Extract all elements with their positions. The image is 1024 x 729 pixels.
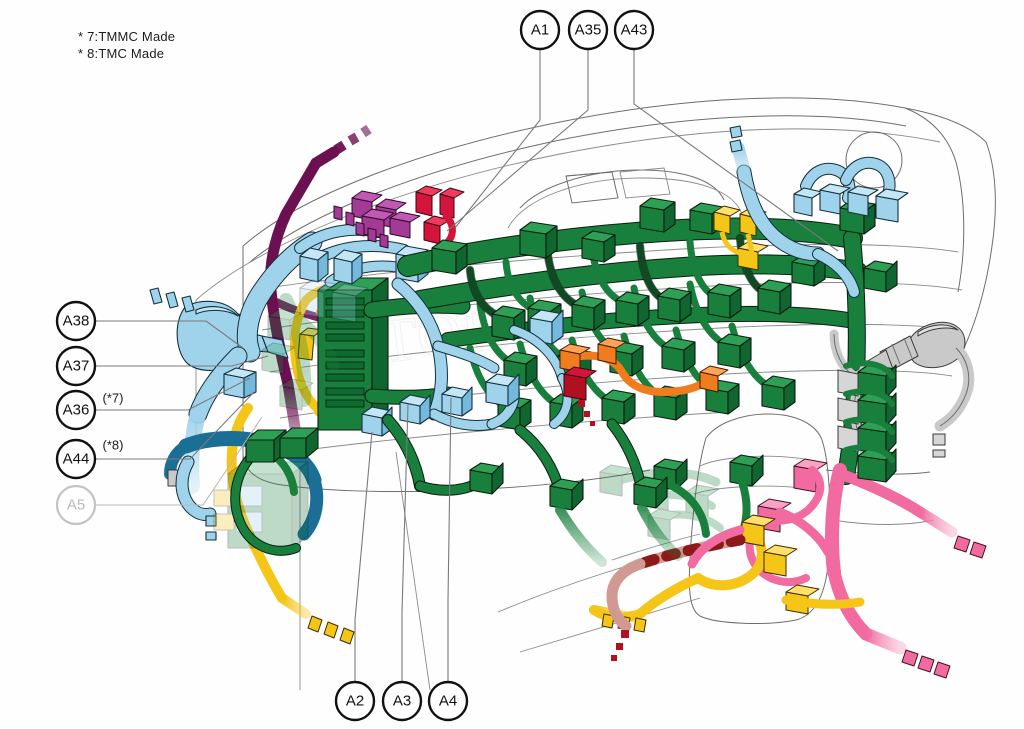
callout-A36-label: A36	[63, 402, 90, 419]
callout-A5[interactable]: A5	[55, 484, 97, 526]
callout-A1-label: A1	[531, 22, 549, 39]
leader-A44	[95, 391, 255, 460]
console-harness	[589, 454, 865, 661]
callout-A44-label: A44	[63, 451, 90, 468]
callout-A3-label: A3	[393, 693, 411, 710]
callout-A38[interactable]: A38	[55, 300, 97, 342]
pink-cut-marks	[901, 649, 951, 679]
lower-left-green	[382, 414, 683, 567]
callout-A1[interactable]: A1	[519, 9, 561, 51]
leader-A5	[95, 416, 263, 506]
ghost-left-harness	[261, 293, 340, 411]
callout-A37[interactable]: A37	[55, 345, 97, 387]
leader-A2	[354, 431, 373, 682]
blue-cut-marks	[149, 287, 195, 313]
blue-lower-cut-marks	[205, 515, 217, 541]
connector-bank	[837, 360, 897, 483]
leader-A1	[454, 49, 541, 229]
right-pink-harness	[745, 360, 987, 679]
callout-A35[interactable]: A35	[567, 9, 609, 51]
left-lower-harness	[164, 427, 324, 556]
callout-A37-label: A37	[63, 358, 90, 375]
magenta-connector-cluster	[333, 190, 421, 249]
callout-A3[interactable]: A3	[381, 680, 423, 722]
right-yellow-connectors	[713, 205, 769, 271]
leader-A36	[95, 377, 251, 411]
leader-A37	[95, 355, 269, 367]
callout-A44-note: (*8)	[103, 438, 124, 453]
yellow-cut-marks	[307, 615, 355, 645]
callout-A4-label: A4	[439, 693, 457, 710]
callout-A44[interactable]: A44	[55, 438, 97, 480]
note-tmc: * 8:TMC Made	[78, 46, 165, 61]
callout-A5-label: A5	[67, 497, 85, 514]
callout-A36[interactable]: A36	[55, 389, 97, 431]
callout-A38-label: A38	[63, 313, 90, 330]
airbag-connectors	[415, 185, 465, 250]
callout-A43[interactable]: A43	[613, 9, 655, 51]
callout-A35-label: A35	[575, 22, 602, 39]
leader-A3	[401, 403, 409, 682]
leader-A38	[95, 320, 244, 349]
callout-A4[interactable]: A4	[427, 680, 469, 722]
orange-cable	[559, 337, 729, 426]
callout-A43-label: A43	[621, 22, 648, 39]
callout-leaders	[95, 49, 839, 682]
note-tmmc: * 7:TMMC Made	[78, 29, 176, 44]
ghost-relay-block	[213, 461, 309, 549]
right-blue-cut-marks	[729, 125, 743, 153]
upper-left-blue-cluster	[294, 223, 429, 323]
leader-A4	[447, 397, 452, 682]
callout-A2-label: A2	[346, 693, 364, 710]
leader-A35	[446, 49, 589, 232]
leader-A43	[633, 49, 839, 252]
callout-A2[interactable]: A2	[334, 680, 376, 722]
center-blue-subharness	[361, 277, 573, 437]
right-blue-cluster	[729, 125, 909, 298]
callout-A36-note: (*7)	[103, 391, 124, 406]
